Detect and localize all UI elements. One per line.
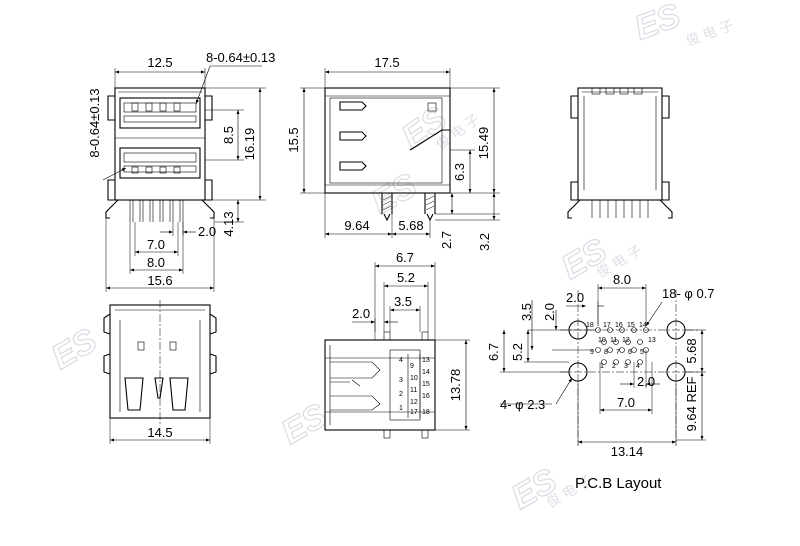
hole-label: 11: [610, 337, 617, 344]
front-view: 12.5 8-0.64±0.13 8-0.64±0.13 8.5 16.19 4…: [87, 50, 275, 292]
dim-pin-spec-side: 8-0.64±0.13: [87, 88, 102, 157]
hole-label: 2: [612, 363, 616, 370]
dim-bottom-height: 13.78: [448, 369, 463, 402]
dim-pin-spec-top: 8-0.64±0.13: [206, 50, 275, 65]
hole-label: 12: [622, 337, 630, 344]
pin-label: 12: [410, 399, 418, 406]
pin-label: 16: [422, 393, 430, 400]
dim-side-length: 17.5: [374, 55, 399, 70]
pin-label: 2: [399, 391, 403, 398]
dim-port-spacing: 8.5: [221, 126, 236, 144]
hole-label: 17: [603, 322, 611, 329]
hole-spec-small: 18- φ 0.7: [662, 286, 715, 301]
dim-pcb-20-top: 2.0: [566, 290, 584, 305]
dim-pin-span-inner: 7.0: [147, 237, 165, 252]
rear-view: [567, 87, 673, 219]
hole-label: 18: [586, 322, 594, 329]
dim-pcb-left-67: 6.7: [486, 343, 501, 361]
hole-label: 13: [648, 337, 656, 344]
pin-label: 18: [422, 409, 430, 416]
hole-label: 3: [624, 363, 628, 370]
dim-pcb-left-52: 5.2: [510, 343, 525, 361]
dim-bottom-35: 3.5: [394, 294, 412, 309]
dim-pcb-right-568: 5.68: [684, 338, 699, 363]
face-view: 14.5: [103, 300, 217, 444]
hole-label: 6: [628, 349, 632, 356]
hole-spec-large: 4- φ 2.3: [500, 397, 545, 412]
side-view: 17.5 15.5 15.49 6.3 9.64 5.68 2.7 3.2: [286, 55, 500, 251]
dim-shell-height: 15.49: [476, 127, 491, 160]
bottom-side-view: 4 3 2 1 13 14 15 16 9 10 11 12 17 18 6.7…: [324, 250, 470, 439]
dim-pcb-row-35: 3.5: [519, 303, 534, 321]
pin-label: 4: [399, 357, 403, 364]
dim-pcb-row-20: 2.0: [542, 303, 557, 321]
pin-label: 10: [410, 375, 418, 382]
dim-face-width: 14.5: [147, 425, 172, 440]
watermark-cjk-1: 俊 电 子: [684, 17, 736, 49]
dim-pcb-gap-20: 2.0: [637, 374, 655, 389]
hole-label: 9: [590, 349, 594, 356]
dim-lead-27: 2.7: [439, 231, 454, 249]
dim-offset-63: 6.3: [452, 163, 467, 181]
pin-label: 14: [422, 369, 430, 376]
hole-label: 1: [600, 363, 604, 370]
dim-bottom-52: 5.2: [397, 270, 415, 285]
hole-label: 16: [615, 322, 623, 329]
dim-pin-span-outer: 8.0: [147, 255, 165, 270]
hole-label: 8: [604, 349, 608, 356]
dim-pcb-right-964: 9.64 REF: [684, 376, 699, 431]
dim-pcb-width: 13.14: [611, 444, 644, 459]
dim-lead-32: 3.2: [477, 233, 492, 251]
hole-label: 4: [636, 363, 640, 370]
hole-label: 14: [639, 322, 647, 329]
pin-label: 9: [410, 363, 414, 370]
pin-label: 3: [399, 377, 403, 384]
dim-side-height: 15.5: [286, 127, 301, 152]
dim-bottom-20: 2.0: [352, 306, 370, 321]
pin-label: 1: [399, 405, 403, 412]
dim-width-top: 12.5: [147, 55, 172, 70]
dim-pin-gap-small: 2.0: [198, 224, 216, 239]
hole-label: 5: [640, 349, 644, 356]
pin-label: 17: [410, 409, 418, 416]
dim-pcb-span-70: 7.0: [617, 395, 635, 410]
watermark-logo-4: ES: [365, 166, 424, 222]
pin-label: 11: [410, 387, 417, 394]
dim-bottom-67: 6.7: [396, 250, 414, 265]
pin-label: 13: [422, 357, 430, 364]
hole-label: 10: [598, 337, 606, 344]
dim-pcb-80: 8.0: [613, 272, 631, 287]
dim-height-total: 16.19: [242, 128, 257, 161]
hole-label: 7: [616, 349, 620, 356]
watermark-logo-1: ES: [630, 0, 686, 48]
pin-label: 15: [422, 381, 430, 388]
hole-label: 15: [627, 322, 635, 329]
watermark-logo-3: ES: [45, 321, 104, 377]
pcb-layout-caption: P.C.B Layout: [575, 475, 662, 492]
dim-depth-568: 5.68: [398, 218, 423, 233]
dim-lead-length: 4.13: [221, 211, 236, 236]
pcb-layout: 18 17 16 15 14 10 11 12 13 9 8 7 6 5 1 2…: [486, 272, 715, 492]
dim-width-bottom: 15.6: [147, 273, 172, 288]
dim-depth-964: 9.64: [344, 218, 369, 233]
